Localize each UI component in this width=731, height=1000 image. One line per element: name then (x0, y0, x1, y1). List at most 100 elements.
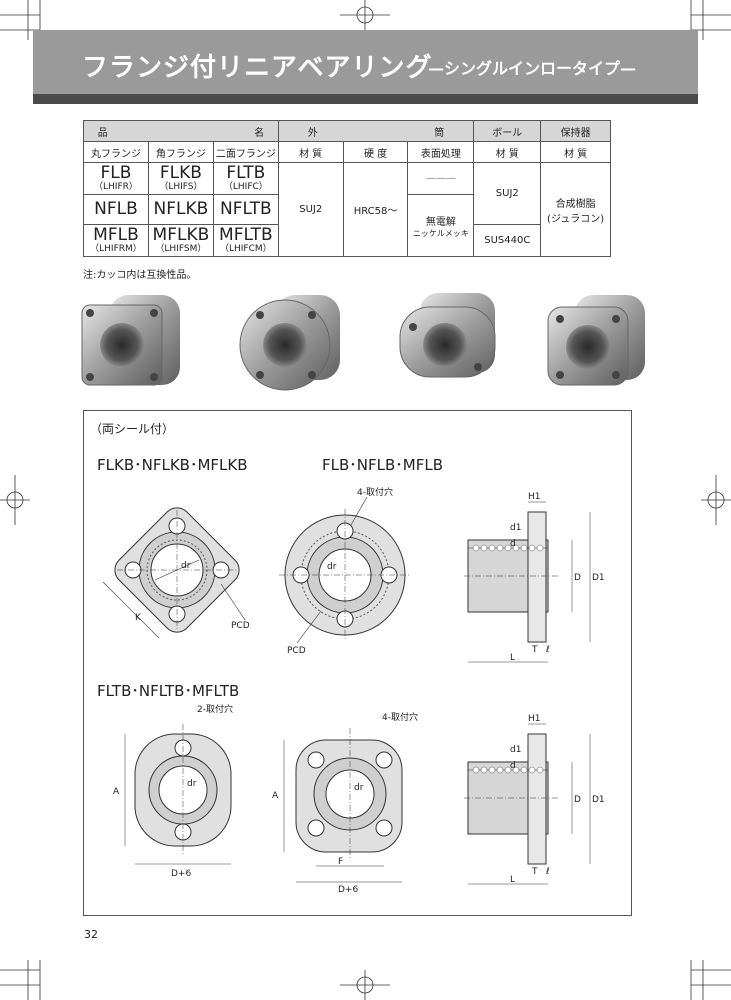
part-number: MFLKB (152, 225, 210, 245)
label-d6: D+6 (338, 885, 358, 895)
header-product-name: 品 名 (83, 120, 279, 142)
drawing-side-section-2: H1 d1 d D D1 T ℓ L (464, 714, 605, 885)
group-heading-square: FLKB･NFLKB･MFLKB (97, 456, 248, 474)
label-pcd: PCD (231, 621, 250, 631)
label-a: A (113, 787, 120, 797)
header-mei: 名 (254, 127, 265, 139)
ball-material-sus440c: SUS440C (473, 224, 542, 257)
part-number: MFLB (93, 225, 139, 245)
part-number: FLKB (159, 163, 202, 183)
label-l: ℓ (545, 867, 550, 877)
label-a: A (272, 791, 279, 801)
header-outer: 外 筒 (277, 120, 475, 142)
label-dr: dr (181, 561, 191, 571)
subheader-round: 丸フランジ (83, 141, 149, 163)
compatible-part: （LHIFC） (223, 182, 268, 192)
hardness: HRC58～ (342, 162, 409, 257)
spec-table: 品 名 外 筒 ボール 保持器 丸フランジ 角フランジ 二面フランジ 材 質 硬… (83, 120, 611, 257)
part-number: NFLB (94, 199, 138, 219)
group-heading-round: FLB･NFLB･MFLB (322, 456, 443, 474)
subheader-ball-material: 材 質 (473, 141, 542, 163)
header-hin: 品 (97, 127, 108, 139)
compatible-part: （LHIFCM） (220, 244, 272, 254)
surface-plating: 無電解ニッケルメッキ (407, 194, 475, 257)
label-dr: dr (354, 783, 364, 793)
compatible-part: （LHIFSM） (155, 244, 207, 254)
label-d: d (510, 539, 516, 549)
product-nflkb: NFLKB (147, 194, 214, 225)
header-band-shadow (33, 94, 698, 104)
label-d1: d1 (510, 523, 521, 533)
label-dr: dr (187, 779, 197, 789)
label-L: L (510, 653, 515, 663)
table-subheader-row: 丸フランジ 角フランジ 二面フランジ 材 質 硬 度 表面処理 材 質 材 質 (83, 141, 611, 163)
part-number: FLB (100, 163, 132, 183)
photo-twoface-flange (399, 293, 496, 378)
label-h1: H1 (528, 492, 541, 502)
product-mflb: MFLB（LHIFRM） (83, 224, 149, 257)
label-4holes: 4-取付穴 (357, 486, 393, 498)
label-d6: D+6 (171, 869, 191, 879)
label-D1: D1 (592, 573, 605, 583)
subheader-square: 角フランジ (147, 141, 214, 163)
drawing-round-flange: dr 4-取付穴 PCD (279, 486, 411, 656)
product-flkb: FLKB（LHIFS） (147, 162, 214, 195)
drawing-twoface-4holes: A F D+6 4-取付穴 dr (272, 711, 418, 895)
label-4holes: 4-取付穴 (382, 711, 418, 723)
subheader-twoface: 二面フランジ (212, 141, 279, 163)
table-row: FLB（LHIFR） FLKB（LHIFS） FLTB（LHIFC） SUJ2 … (83, 162, 611, 257)
plating-name: 無電解 (425, 216, 456, 228)
product-flb: FLB（LHIFR） (83, 162, 149, 195)
part-number: NFLTB (220, 199, 272, 219)
header-gai: 外 (307, 127, 318, 139)
photo-round-flange (239, 295, 340, 391)
table-row: MFLB（LHIFRM） MFLKB（LHIFSM） MFLTB（LHIFCM）… (83, 224, 611, 257)
label-k: K (135, 613, 142, 623)
part-number: MFLTB (219, 225, 273, 245)
label-h1: H1 (528, 714, 541, 724)
label-T: T (531, 867, 538, 877)
header-ball: ボール (473, 120, 542, 142)
label-D1: D1 (592, 795, 605, 805)
subheader-hardness: 硬 度 (342, 141, 409, 163)
retainer-sub: (ジュラコン) (547, 213, 605, 225)
ball-material-suj2: SUJ2 (473, 162, 542, 225)
label-d1: d1 (510, 745, 521, 755)
label-D: D (574, 573, 581, 583)
photo-twoface-flange-alt (547, 295, 645, 386)
retainer-name: 合成樹脂 (555, 198, 596, 210)
page-subtitle: —シングルインロータイプ— (428, 59, 637, 78)
compatible-part: （LHIFS） (159, 182, 203, 192)
label-L: L (510, 875, 515, 885)
compatible-part: （LHIFRM） (90, 244, 142, 254)
table-note: 注:カッコ内は互換性品。 (83, 270, 197, 281)
drawing-twoface-2holes: A D+6 2-取付穴 dr (113, 703, 233, 879)
label-f: F (338, 857, 343, 867)
retainer-material: 合成樹脂 (ジュラコン) (540, 162, 611, 257)
drawing-frame (83, 410, 632, 916)
subheader-retainer-material: 材 質 (540, 141, 611, 163)
table-header-row: 品 名 外 筒 ボール 保持器 (83, 120, 611, 142)
header-tou: 筒 (434, 127, 445, 139)
label-T: T (531, 645, 538, 655)
part-number: NFLKB (153, 199, 209, 219)
product-mflkb: MFLKB（LHIFSM） (147, 224, 214, 257)
product-photos (81, 293, 645, 391)
label-pcd: PCD (287, 646, 306, 656)
drawing-side-section-1: H1 d1 d D D1 T ℓ L (464, 492, 605, 663)
header-band (33, 30, 698, 94)
product-nfltb: NFLTB (212, 194, 279, 225)
compatible-part: （LHIFR） (94, 182, 138, 192)
photo-square-flange (81, 295, 180, 386)
drawing-square-flange: dr K PCD (102, 507, 250, 639)
label-dr: dr (327, 562, 337, 572)
label-2holes: 2-取付穴 (197, 703, 233, 715)
product-nflb: NFLB (83, 194, 149, 225)
label-l: ℓ (545, 645, 550, 655)
label-d: d (510, 761, 516, 771)
product-fltb: FLTB（LHIFC） (212, 162, 279, 195)
label-D: D (574, 795, 581, 805)
header-retainer: 保持器 (540, 120, 611, 142)
product-mfltb: MFLTB（LHIFCM） (212, 224, 279, 257)
